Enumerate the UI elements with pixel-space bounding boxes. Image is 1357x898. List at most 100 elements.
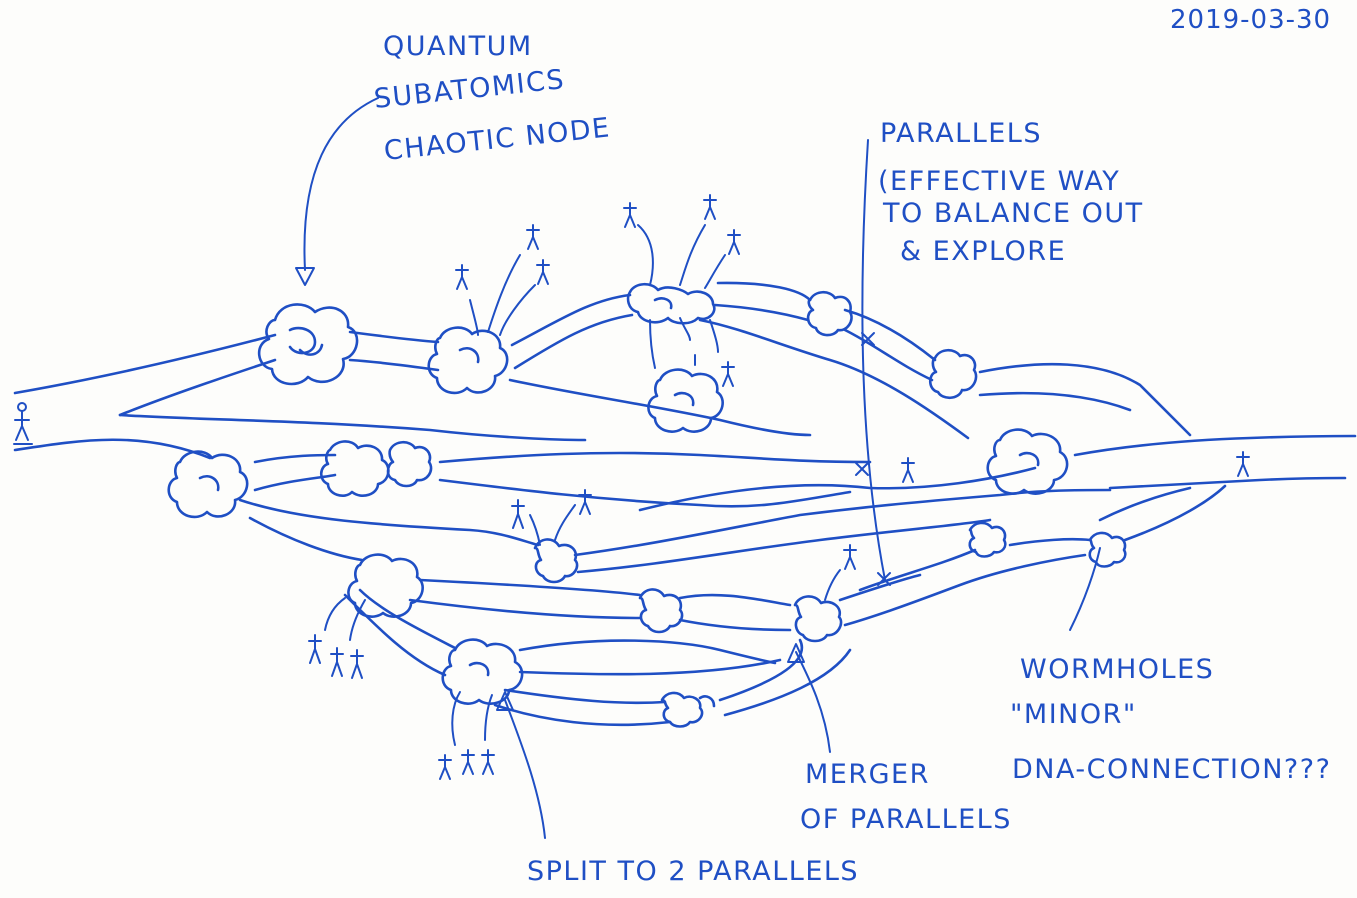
node-cloud-icon [167, 450, 249, 519]
stick-figure-icon [623, 202, 637, 228]
branch-line [678, 593, 792, 607]
branch-line [698, 318, 970, 440]
cross-mark-icon [861, 332, 875, 346]
stick-figure-icon [703, 194, 717, 220]
branch-line [1073, 434, 1357, 457]
branch-line [843, 328, 934, 382]
stick-figure-icon [308, 634, 322, 664]
quantum-line-2: SUBATOMICS [372, 64, 566, 115]
node-cloud-icon [638, 588, 684, 634]
stick-figure-icon [13, 411, 33, 445]
branch-line [248, 516, 364, 562]
node-cloud-icon [386, 440, 433, 488]
branch-line [438, 451, 872, 464]
connector-line [679, 224, 706, 286]
node-cloud-icon [1088, 531, 1127, 568]
wormholes-line-3: DNA-CONNECTION??? [1012, 754, 1331, 785]
parallels-line-4: & EXPLORE [900, 236, 1066, 267]
split-pointer [504, 699, 546, 839]
connector-line [484, 694, 493, 741]
stick-figure-icon [461, 749, 475, 775]
connector-line [679, 317, 691, 341]
branch-line [408, 598, 642, 620]
date-label: 2019-03-30 [1170, 5, 1331, 35]
branch-line [348, 330, 440, 344]
stick-figure-icon [578, 489, 592, 515]
branch-line [1008, 537, 1092, 547]
split-line-1: SPLIT TO 2 PARALLELS [527, 856, 859, 887]
stick-figure-icon [350, 649, 364, 679]
nodes [167, 282, 1127, 728]
branch-line [638, 466, 1037, 512]
wormholes-annotation: WORMHOLES "MINOR" DNA-CONNECTION??? [1010, 547, 1331, 785]
connector-line [487, 254, 521, 333]
node-cloud-icon [793, 595, 843, 643]
node-cloud-icon [257, 303, 359, 386]
node-cloud-icon [928, 348, 978, 400]
branch-line [978, 391, 1132, 412]
stick-figure-icon [727, 229, 741, 255]
merger-line-1: MERGER [805, 759, 930, 790]
branch-line [508, 378, 812, 437]
node-cloud-icon [626, 282, 716, 325]
branch-line [518, 639, 777, 665]
arrow-head-icon [295, 267, 315, 286]
timeline-branches [13, 281, 1357, 727]
branch-line [253, 453, 337, 464]
connector-line [499, 284, 536, 336]
node-cloud-icon [533, 538, 579, 584]
branch-line [510, 293, 632, 347]
branch-line [678, 618, 792, 632]
branch-line [723, 648, 852, 717]
connector-line [709, 319, 719, 353]
wormholes-line-2: "MINOR" [1010, 699, 1137, 730]
branch-line [503, 688, 667, 705]
node-cloud-icon [647, 368, 724, 433]
branch-line [518, 658, 782, 676]
stick-figure-icon [843, 544, 857, 570]
stick-figure-icon [17, 402, 27, 412]
parallels-pointer [861, 139, 886, 581]
quantum-annotation: QUANTUM SUBATOMICS CHAOTIC NODE [295, 31, 612, 286]
node-cloud-icon [347, 553, 424, 618]
connector-line [554, 504, 576, 541]
quantum-line-1: QUANTUM [383, 31, 533, 62]
branch-line [978, 362, 1192, 437]
split-annotation: SPLIT TO 2 PARALLELS [496, 691, 859, 887]
stick-figure-icon [901, 457, 915, 483]
branch-line [348, 358, 440, 372]
parallels-line-2: (EFFECTIVE WAY [878, 166, 1120, 197]
connector-line [451, 691, 461, 746]
quantum-line-3: CHAOTIC NODE [382, 112, 612, 167]
parallels-line-3: TO BALANCE OUT [882, 198, 1144, 229]
connector-line [529, 514, 541, 546]
branch-line [718, 638, 804, 702]
connector-line [637, 224, 654, 286]
stick-figure-icon [536, 259, 550, 285]
branch-line [238, 498, 540, 547]
branch-line [858, 548, 977, 592]
branch-line [493, 703, 672, 727]
connector-line [649, 319, 656, 369]
branch-line [713, 303, 810, 322]
branch-line [1108, 476, 1347, 490]
branch-line [716, 281, 812, 302]
merger-annotation: MERGER OF PARALLELS [787, 643, 1010, 835]
branch-line [838, 573, 922, 602]
node-cloud-icon [806, 290, 853, 337]
node-cloud-icon [441, 638, 524, 705]
stick-figure-icon [438, 754, 452, 780]
parallels-line-1: PARALLELS [880, 118, 1042, 149]
parallels-annotation: PARALLELS (EFFECTIVE WAY TO BALANCE OUT … [855, 118, 1144, 586]
branch-line [1098, 486, 1192, 522]
connector-line [704, 254, 726, 289]
node-cloud-icon [319, 440, 390, 497]
stick-figure-icon [721, 361, 735, 387]
stick-figure-icon [1236, 451, 1250, 477]
cross-mark-icon [855, 462, 869, 476]
node-cloud-icon [968, 521, 1007, 558]
wormholes-line-1: WORMHOLES [1020, 654, 1214, 685]
branch-line [843, 308, 937, 362]
branch-line [843, 553, 1087, 627]
